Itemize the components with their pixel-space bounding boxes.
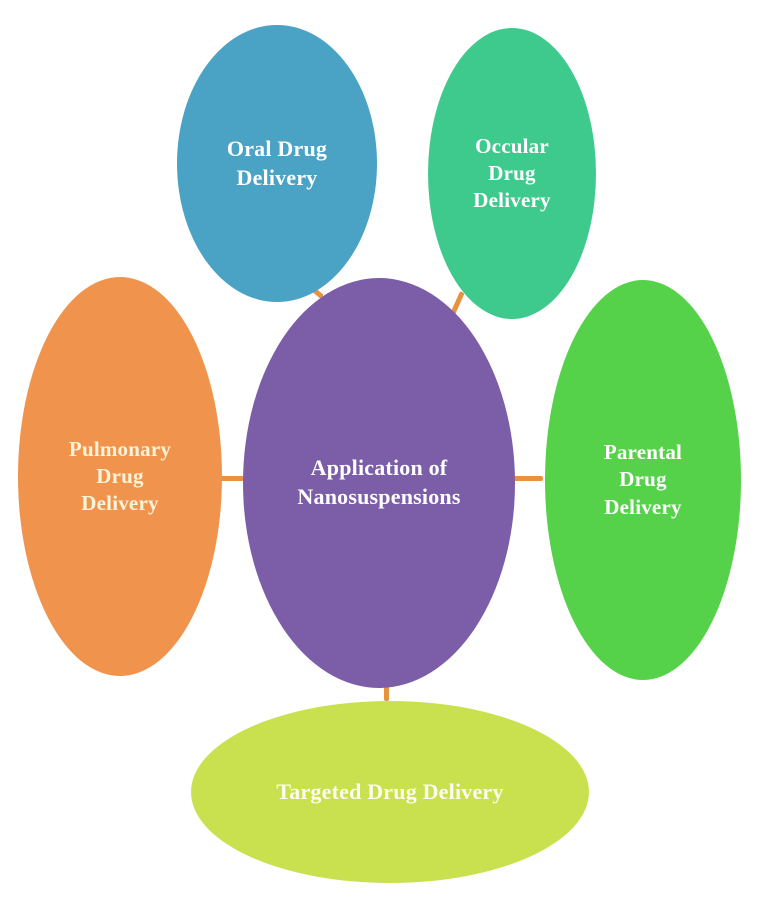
node-parental-drug-delivery-label: Parental Drug Delivery [603, 440, 683, 519]
node-pulmonary-drug-delivery: Pulmonary Drug Delivery [18, 277, 222, 676]
node-application-of-nanosuspensions: Application of Nanosuspensions [243, 278, 515, 688]
connector-pulmonary-center [217, 476, 244, 481]
node-targeted-drug-delivery: Targeted Drug Delivery [191, 701, 589, 883]
node-oral-drug-delivery: Oral Drug Delivery [177, 25, 377, 302]
node-occular-drug-delivery: Occular Drug Delivery [428, 28, 596, 319]
connector-center-parental [512, 476, 543, 481]
node-targeted-drug-delivery-label: Targeted Drug Delivery [276, 778, 504, 804]
node-application-of-nanosuspensions-label: Application of Nanosuspensions [297, 455, 461, 509]
node-parental-drug-delivery: Parental Drug Delivery [545, 280, 741, 680]
node-occular-drug-delivery-label: Occular Drug Delivery [473, 133, 551, 213]
node-oral-drug-delivery-label: Oral Drug Delivery [226, 135, 328, 190]
connector-center-targeted [384, 681, 389, 701]
node-pulmonary-drug-delivery-label: Pulmonary Drug Delivery [68, 436, 172, 516]
